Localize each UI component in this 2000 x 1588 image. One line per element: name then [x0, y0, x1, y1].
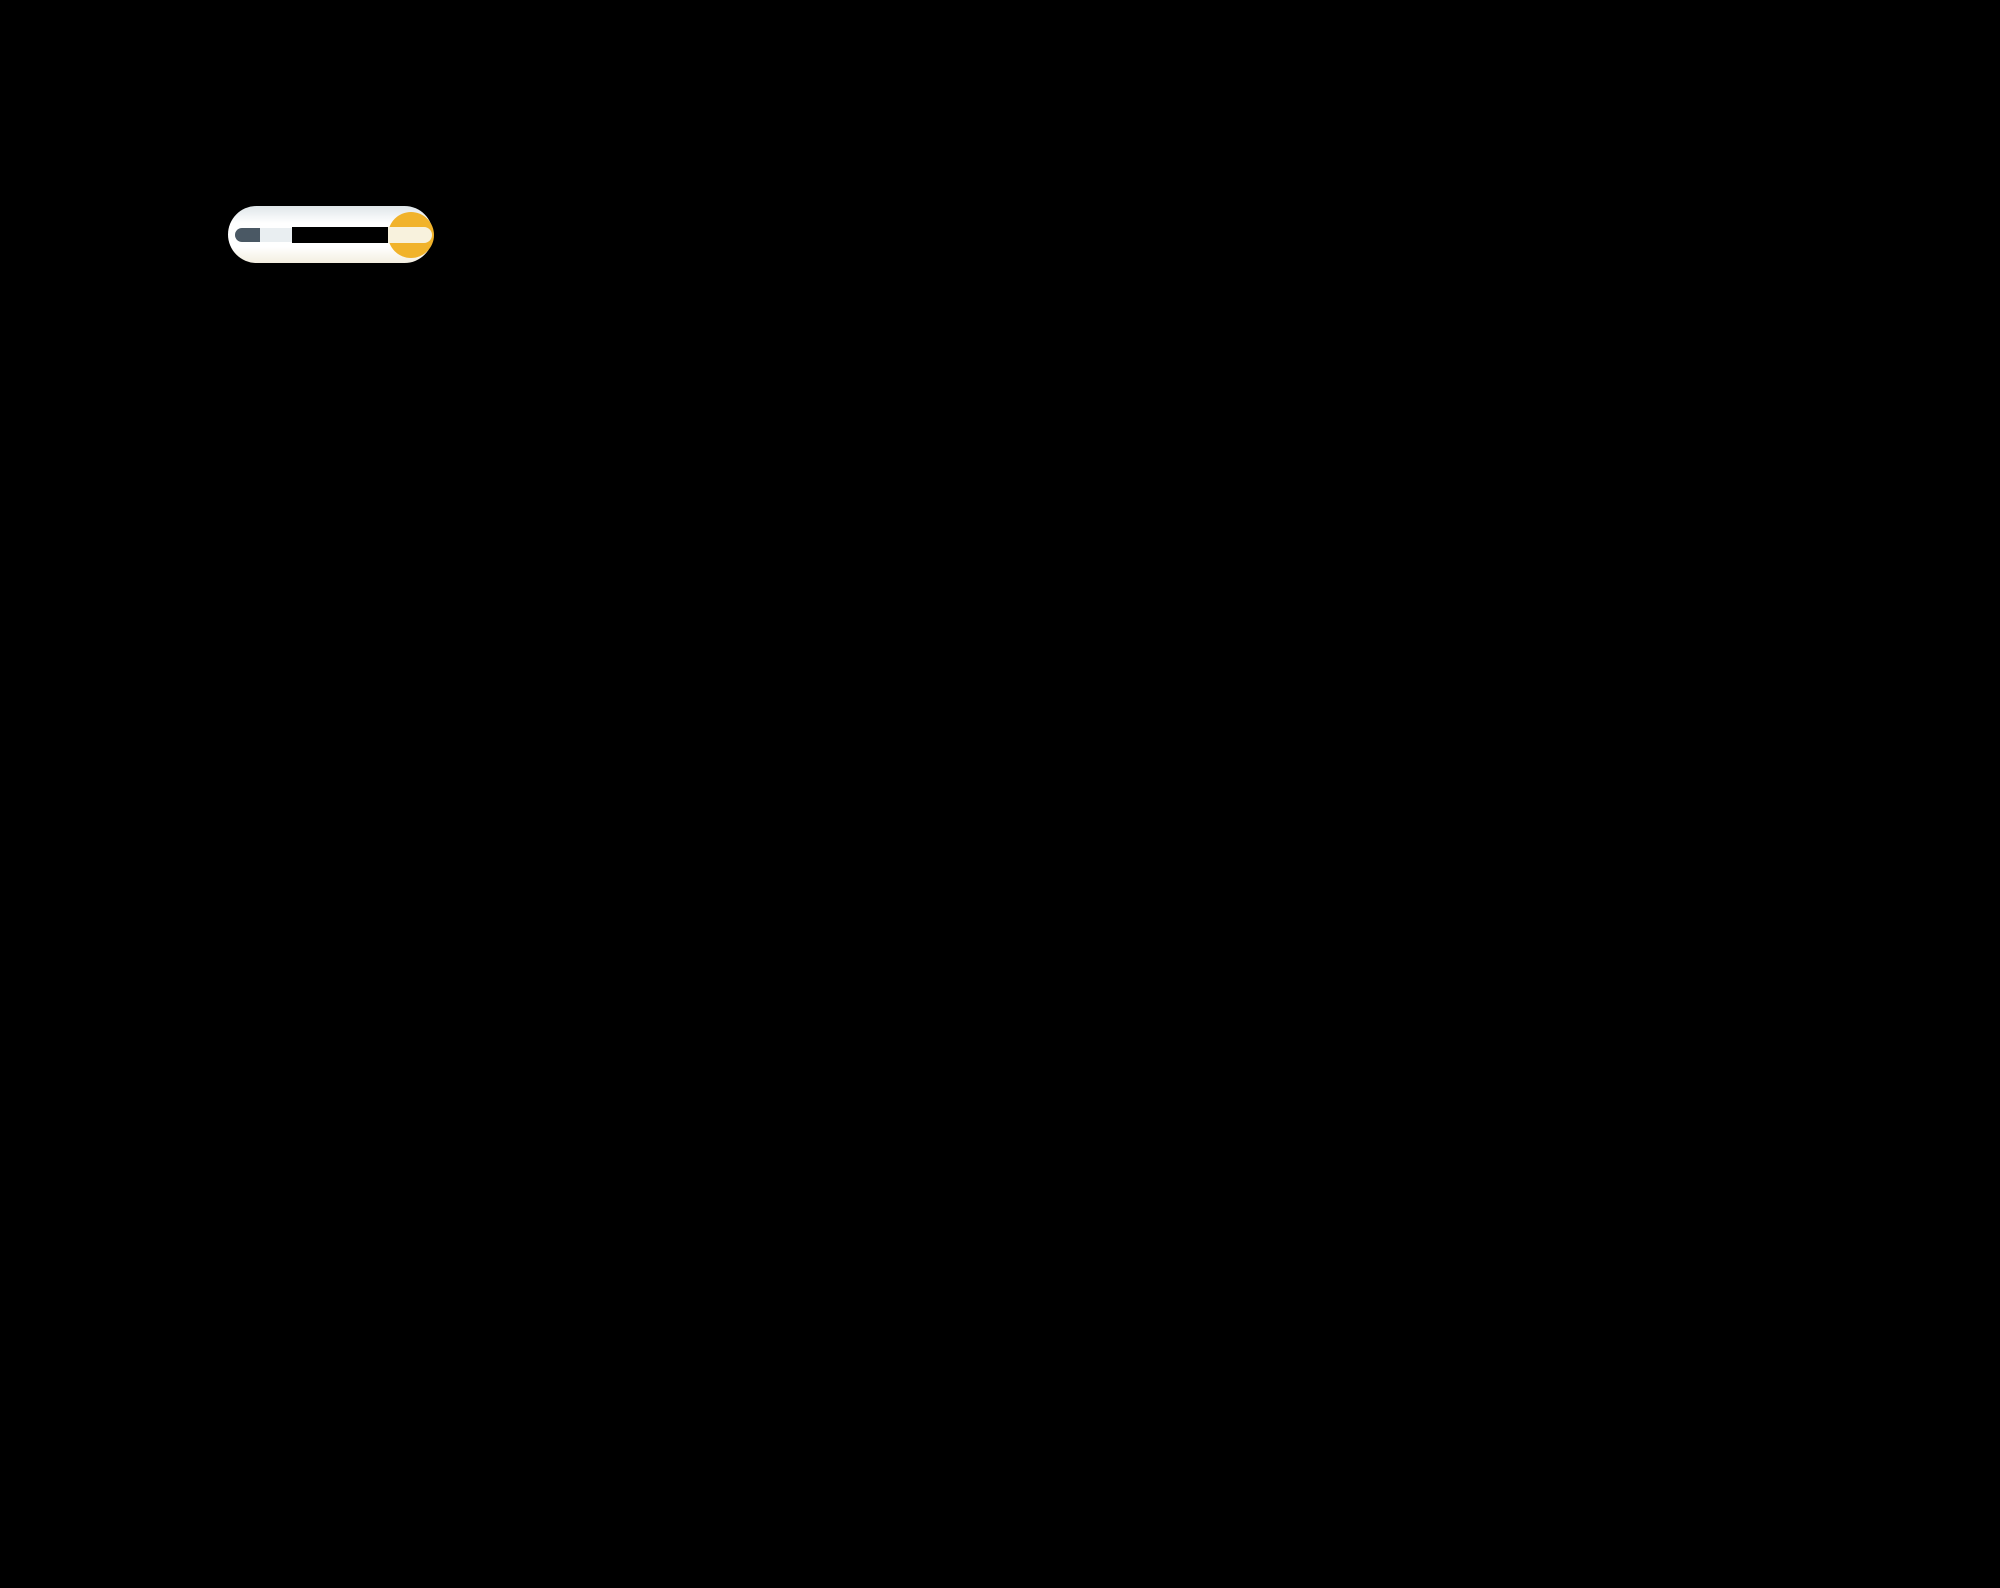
segment-slate: [235, 228, 260, 242]
segment-light: [260, 228, 292, 242]
knob-stripe: [384, 227, 432, 243]
inner-slot: [292, 227, 388, 243]
pill-toggle-widget[interactable]: [228, 206, 434, 263]
